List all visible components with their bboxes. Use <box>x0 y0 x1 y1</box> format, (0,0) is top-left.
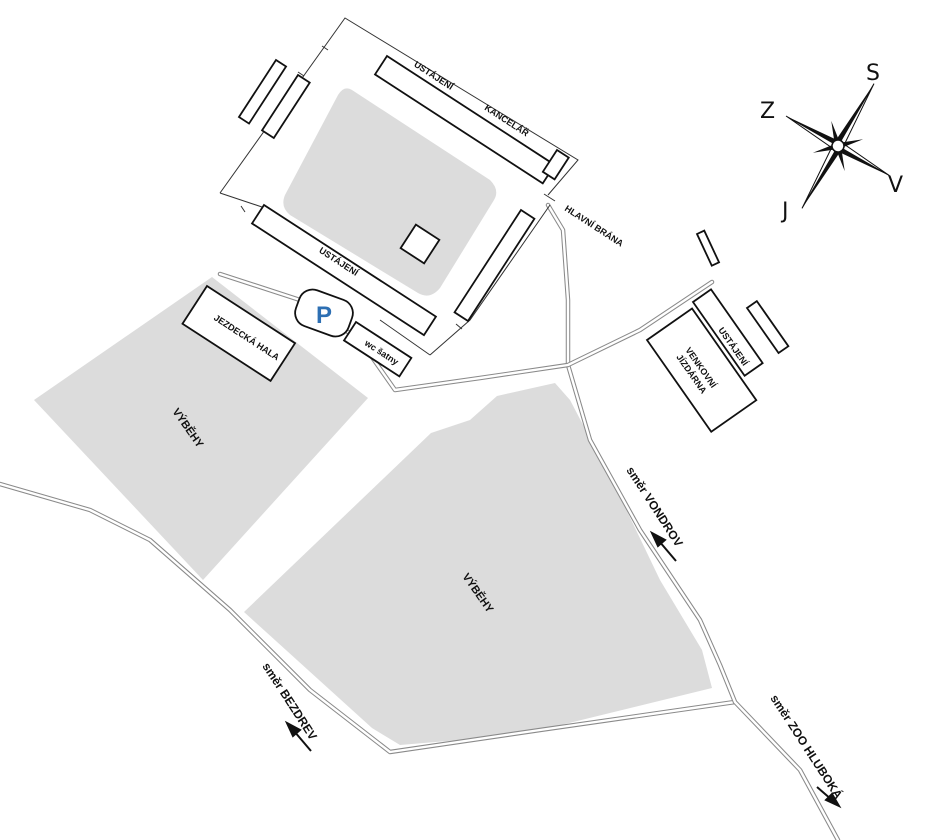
small-building-east <box>745 299 790 355</box>
arena-small-box <box>399 223 441 265</box>
complex-fence <box>219 17 579 356</box>
direction-zoo-arrow <box>816 786 842 809</box>
stable-right-building <box>691 288 764 377</box>
compass-rose <box>785 83 891 209</box>
riding-hall-building <box>181 284 297 383</box>
wc-changing-building <box>342 320 413 378</box>
compass-south-label: J <box>780 199 789 224</box>
small-building-ne <box>695 229 721 267</box>
compass-north-label: S <box>866 61 880 86</box>
small-building-nw-2 <box>260 73 311 140</box>
parking-sign <box>294 288 354 338</box>
main-gate-label: HLAVNÍ BRÁNA <box>563 203 626 249</box>
riding-arena-area <box>283 88 497 296</box>
stable-east-building <box>453 208 536 323</box>
compass-west-label: Z <box>760 99 775 124</box>
stable-mid-building <box>250 203 438 337</box>
fence-gate-marks <box>240 45 556 330</box>
small-building-nw-1 <box>237 58 288 125</box>
direction-vondrov-arrow <box>649 530 677 562</box>
paddock-center-area <box>244 383 712 745</box>
compass-east-label: V <box>888 173 903 198</box>
direction-bezdrev-arrow <box>284 720 312 752</box>
outdoor-arena-building <box>645 307 758 433</box>
parking-letter: P <box>316 302 332 329</box>
gate-post-building <box>541 148 570 181</box>
